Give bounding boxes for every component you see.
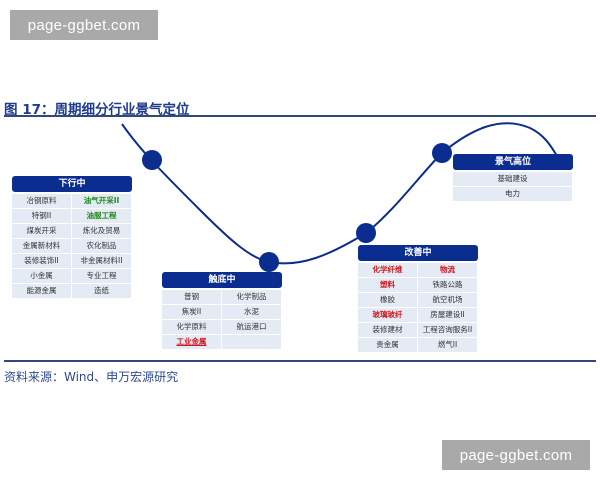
cell: 煤炭开采 xyxy=(12,224,72,239)
cell: 农化制品 xyxy=(72,239,132,254)
panel-improving: 改善中 化学纤维 物流 塑料 铁路公路 橡胶 航空机场 玻璃玻纤 房屋建设II … xyxy=(358,245,478,353)
panel-declining-header: 下行中 xyxy=(12,176,132,192)
cell: 油服工程 xyxy=(72,209,132,224)
cell: 造纸 xyxy=(72,284,132,299)
cell: 焦炭II xyxy=(162,305,222,320)
cell: 贵金属 xyxy=(358,338,418,353)
cell: 电力 xyxy=(453,187,573,202)
panel-bottoming-header: 触底中 xyxy=(162,272,282,288)
cell: 玻璃玻纤 xyxy=(358,308,418,323)
cell: 塑料 xyxy=(358,278,418,293)
cell: 水泥 xyxy=(222,305,282,320)
cell: 工业金属 xyxy=(162,335,222,350)
cell: 化学原料 xyxy=(162,320,222,335)
cell: 燃气II xyxy=(418,338,478,353)
figure-title: 图 17：周期细分行业景气定位 xyxy=(4,102,190,118)
cell: 化学制品 xyxy=(222,290,282,305)
watermark-top: page-ggbet.com xyxy=(10,10,158,40)
cell: 工程咨询服务II xyxy=(418,323,478,338)
panel-peak: 景气高位 基础建设 电力 xyxy=(453,154,573,202)
cell: 炼化及贸易 xyxy=(72,224,132,239)
source-note: 资料来源：Wind、申万宏源研究 xyxy=(4,370,179,384)
cell: 航空机场 xyxy=(418,293,478,308)
title-rule xyxy=(4,115,596,117)
panel-improving-header: 改善中 xyxy=(358,245,478,261)
cell: 特钢II xyxy=(12,209,72,224)
cell: 油气开采II xyxy=(72,194,132,209)
source-rule xyxy=(4,360,596,362)
cell: 橡胶 xyxy=(358,293,418,308)
watermark-bottom: page-ggbet.com xyxy=(442,440,590,470)
cell: 装修装饰II xyxy=(12,254,72,269)
node-improving xyxy=(356,223,376,243)
cell: 专业工程 xyxy=(72,269,132,284)
cell: 小金属 xyxy=(12,269,72,284)
cell: 装修建材 xyxy=(358,323,418,338)
cell: 房屋建设II xyxy=(418,308,478,323)
panel-bottoming: 触底中 普钢 化学制品 焦炭II 水泥 化学原料 航运港口 工业金属 xyxy=(162,272,282,350)
cell: 非金属材料II xyxy=(72,254,132,269)
cell: 普钢 xyxy=(162,290,222,305)
node-bottoming xyxy=(259,252,279,272)
node-peak xyxy=(432,143,452,163)
cell: 化学纤维 xyxy=(358,263,418,278)
cell: 冶钢原料 xyxy=(12,194,72,209)
cell: 金属新材料 xyxy=(12,239,72,254)
panel-peak-header: 景气高位 xyxy=(453,154,573,170)
cell: 基础建设 xyxy=(453,172,573,187)
node-declining xyxy=(142,150,162,170)
cell: 能源金属 xyxy=(12,284,72,299)
cell: 物流 xyxy=(418,263,478,278)
cell: 铁路公路 xyxy=(418,278,478,293)
panel-declining: 下行中 冶钢原料 油气开采II 特钢II 油服工程 煤炭开采 炼化及贸易 金属新… xyxy=(12,176,132,299)
cell xyxy=(222,335,282,350)
cell: 航运港口 xyxy=(222,320,282,335)
